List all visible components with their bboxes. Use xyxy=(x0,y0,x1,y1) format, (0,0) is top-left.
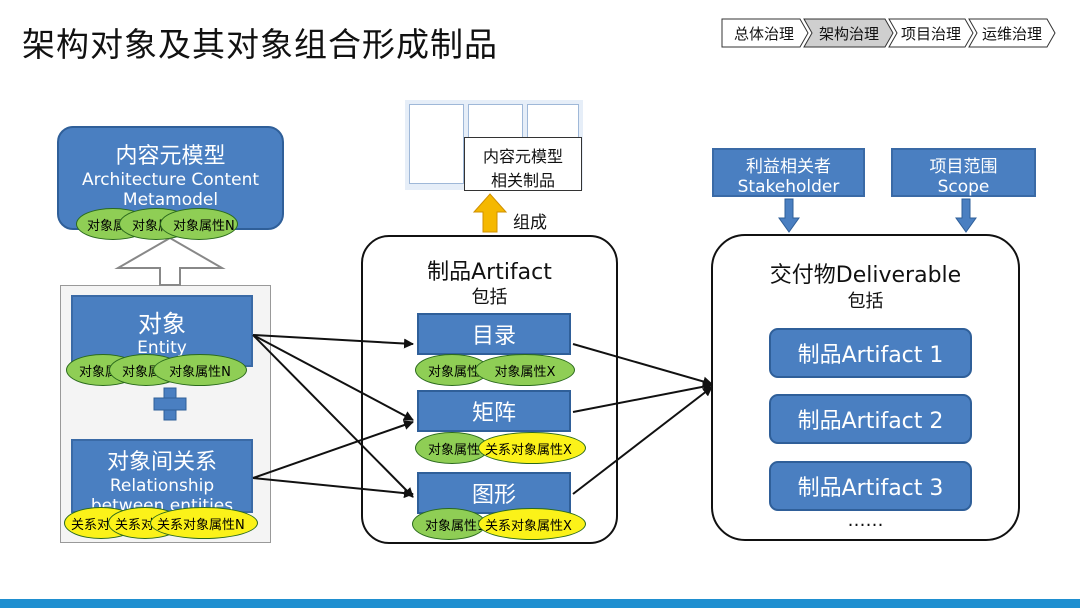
breadcrumb-shape-3 xyxy=(888,18,974,48)
matrix-attr-x: 关系对象属性X xyxy=(478,432,586,464)
entity-attr-n: 对象属性N xyxy=(153,354,247,386)
relationship-title: 对象间关系 xyxy=(106,450,217,475)
breadcrumb-item-overall[interactable]: 总体治理 xyxy=(733,24,794,43)
metamodel-en-line2: Metamodel xyxy=(122,190,219,210)
content-artifact-line1: 内容元模型 xyxy=(482,147,563,166)
entity-title: 对象 xyxy=(138,310,186,338)
metamodel-attr-n: 对象属性N xyxy=(160,208,238,240)
scope-line2: Scope xyxy=(937,177,990,197)
diagram-attr-1: 对象属性1 xyxy=(412,508,486,540)
scope-line1: 项目范围 xyxy=(929,157,998,177)
breadcrumb-item-operations[interactable]: 运维治理 xyxy=(981,24,1042,43)
thumbnail-1 xyxy=(409,104,464,184)
relationship-en-line1: Relationship xyxy=(109,476,215,496)
artifact-subtitle: 包括 xyxy=(471,287,508,308)
deliverable-artifact-3: 制品Artifact 3 xyxy=(769,461,972,511)
artifact-item-catalog: 目录 xyxy=(417,313,571,355)
footer-bar xyxy=(0,599,1080,608)
breadcrumb-shape-1 xyxy=(721,18,809,48)
stakeholder-line2: Stakeholder xyxy=(737,177,840,197)
artifact-item-matrix: 矩阵 xyxy=(417,390,571,432)
breadcrumb-item-architecture[interactable]: 架构治理 xyxy=(818,24,879,43)
arrow-entity-to-matrix xyxy=(252,334,414,421)
metamodel-title: 内容元模型 xyxy=(115,144,226,169)
compose-label: 组成 xyxy=(513,213,547,233)
deliverable-subtitle: 包括 xyxy=(847,291,884,312)
stakeholder-line1: 利益相关者 xyxy=(746,157,831,177)
content-artifact-line2: 相关制品 xyxy=(490,171,555,190)
scope-box: 项目范围 Scope xyxy=(891,148,1036,197)
entity-en: Entity xyxy=(137,338,187,358)
arrow-relationship-to-diagram xyxy=(252,477,414,499)
stakeholder-box: 利益相关者 Stakeholder xyxy=(712,148,865,197)
content-artifact-label-box: 内容元模型 相关制品 xyxy=(464,137,582,191)
metamodel-en-line1: Architecture Content xyxy=(81,170,260,190)
deliverable-artifact-2: 制品Artifact 2 xyxy=(769,394,972,444)
breadcrumb-item-project[interactable]: 项目治理 xyxy=(900,24,961,43)
arrow-diagram-to-deliverable xyxy=(572,386,713,495)
diagram-attr-x: 关系对象属性X xyxy=(478,508,586,540)
catalog-attr-x: 对象属性X xyxy=(475,354,575,386)
relationship-attr-n: 关系对象属性N xyxy=(150,507,258,539)
breadcrumb-shape-4 xyxy=(968,18,1056,48)
arrow-matrix-to-deliverable xyxy=(572,381,713,413)
deliverable-artifact-1: 制品Artifact 1 xyxy=(769,328,972,378)
artifact-title: 制品Artifact xyxy=(427,260,552,285)
arrow-entity-to-diagram xyxy=(252,334,414,498)
deliverable-more: …… xyxy=(847,510,884,531)
arrow-catalog-to-deliverable xyxy=(572,343,713,387)
stakeholder-down-arrow-icon xyxy=(778,198,800,233)
page-title: 架构对象及其对象组合形成制品 xyxy=(22,25,498,64)
scope-down-arrow-icon xyxy=(955,198,977,233)
deliverable-title: 交付物Deliverable xyxy=(769,263,962,288)
matrix-attr-1: 对象属性1 xyxy=(415,432,489,464)
arrow-entity-to-catalog xyxy=(252,334,414,349)
breadcrumb-shape-2 xyxy=(803,18,894,48)
arrow-relationship-to-matrix xyxy=(252,420,414,479)
